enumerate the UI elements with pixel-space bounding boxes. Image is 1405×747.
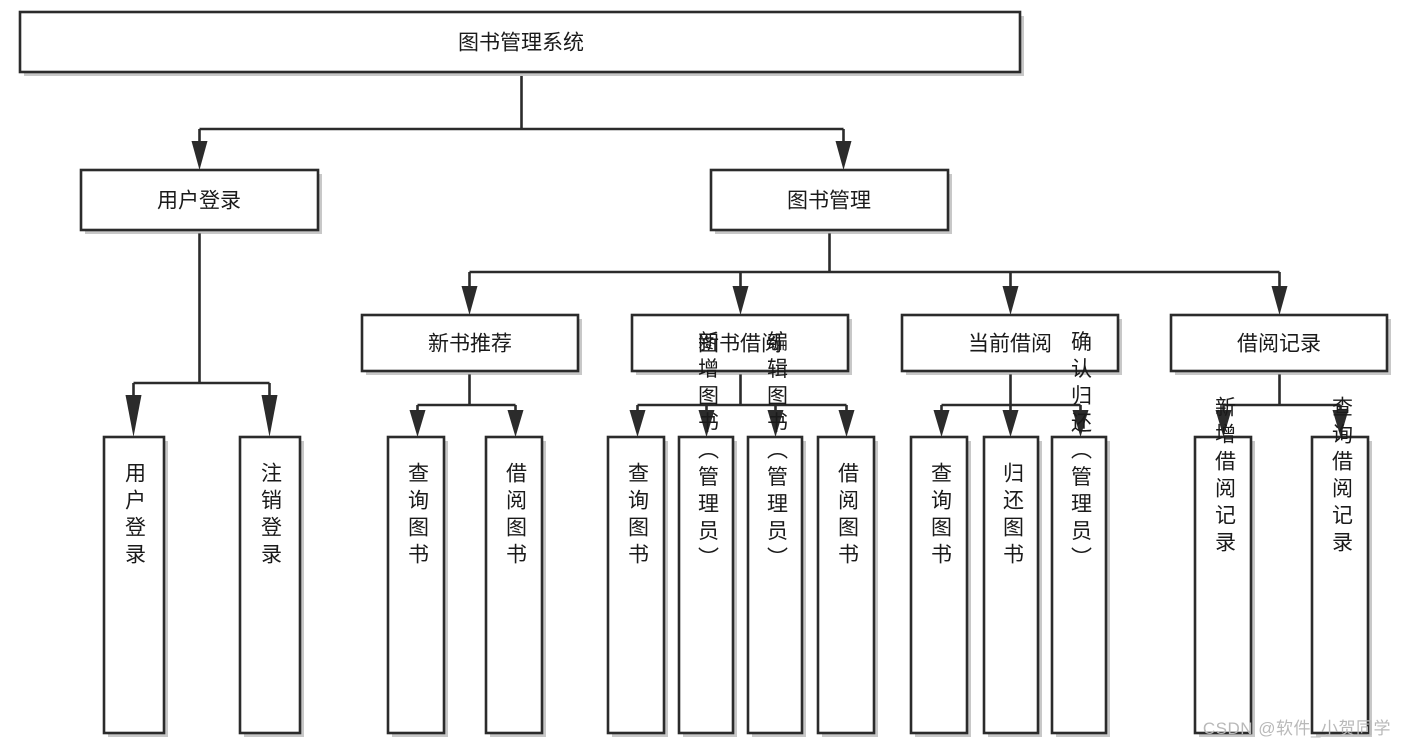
leaf-current-borrow-2-box bbox=[1050, 435, 1108, 735]
arrow-to-borrow-record bbox=[1271, 286, 1288, 315]
leaf-current-borrow-2-label: 确认归还（管理员） bbox=[1069, 331, 1093, 574]
arrow-borrow-record-l2 bbox=[1332, 410, 1349, 437]
leaf-book-borrow-3[interactable]: 借阅图书 bbox=[816, 435, 878, 737]
leaf-new-book-1[interactable]: 借阅图书 bbox=[484, 435, 546, 737]
leaf-book-borrow-0[interactable]: 查询图书 bbox=[606, 435, 668, 737]
leaf-new-book-1-label: 借阅图书 bbox=[504, 462, 528, 570]
leaf-book-borrow-1[interactable]: 新增图书（管理员） bbox=[677, 331, 737, 738]
arrow-book-borrow-l3 bbox=[767, 410, 784, 437]
node-new-book-recommend[interactable]: 新书推荐 bbox=[360, 313, 582, 375]
node-book-management-label: 图书管理 bbox=[787, 190, 871, 213]
leaf-current-borrow-1[interactable]: 归还图书 bbox=[982, 435, 1042, 737]
leaf-current-borrow-0-label: 查询图书 bbox=[929, 462, 953, 570]
leaf-book-borrow-1-box bbox=[677, 435, 735, 735]
leaf-user-login-1-label: 注销登录 bbox=[259, 462, 283, 570]
arrow-current-borrow-l1 bbox=[933, 410, 950, 437]
node-root[interactable]: 图书管理系统 bbox=[18, 10, 1024, 76]
leaf-book-borrow-0-label: 查询图书 bbox=[626, 462, 650, 570]
arrow-to-current-borrow bbox=[1002, 286, 1019, 315]
leaf-new-book-0-box bbox=[386, 435, 446, 735]
node-user-login[interactable]: 用户登录 bbox=[79, 168, 322, 234]
arrow-book-borrow-l4 bbox=[838, 410, 855, 437]
node-user-login-box bbox=[79, 168, 320, 232]
arrow-new-book-l2 bbox=[507, 410, 524, 437]
leaf-new-book-0-label: 查询图书 bbox=[406, 462, 430, 570]
node-borrow-record-box bbox=[1169, 313, 1389, 373]
leaf-user-login-1[interactable]: 注销登录 bbox=[238, 435, 304, 737]
leaf-book-borrow-1-label: 新增图书（管理员） bbox=[696, 331, 720, 574]
node-user-login-label: 用户登录 bbox=[157, 190, 241, 213]
node-book-management[interactable]: 图书管理 bbox=[709, 168, 952, 234]
node-current-borrow[interactable]: 当前借阅 bbox=[900, 313, 1122, 375]
leaf-book-borrow-3-box bbox=[816, 435, 876, 735]
leaf-book-borrow-2[interactable]: 编辑图书（管理员） bbox=[746, 331, 806, 738]
leaf-user-login-0-box bbox=[102, 435, 166, 735]
leaf-new-book-0[interactable]: 查询图书 bbox=[386, 435, 448, 737]
connector-group bbox=[125, 76, 1349, 437]
leaf-book-borrow-2-label: 编辑图书（管理员） bbox=[765, 331, 789, 574]
arrow-to-new-book bbox=[461, 286, 478, 315]
node-book-borrow[interactable]: 图书借阅 bbox=[630, 313, 852, 375]
node-new-book-recommend-label: 新书推荐 bbox=[428, 333, 512, 356]
node-new-book-recommend-box bbox=[360, 313, 580, 373]
leaf-user-login-0[interactable]: 用户登录 bbox=[102, 435, 168, 737]
arrow-current-borrow-l3 bbox=[1072, 410, 1089, 437]
arrow-to-user-login bbox=[191, 141, 208, 170]
leaf-borrow-record-0[interactable]: 新增借阅记录 bbox=[1193, 396, 1255, 737]
node-book-borrow-label: 图书借阅 bbox=[698, 333, 782, 356]
leaf-current-borrow-0-box bbox=[909, 435, 969, 735]
leaf-borrow-record-1[interactable]: 查询借阅记录 bbox=[1310, 396, 1372, 737]
leaf-book-borrow-3-label: 借阅图书 bbox=[836, 462, 860, 570]
node-current-borrow-label: 当前借阅 bbox=[968, 333, 1052, 356]
leaf-current-borrow-2[interactable]: 确认归还（管理员） bbox=[1050, 331, 1110, 738]
leaf-user-login-0-label: 用户登录 bbox=[123, 462, 147, 570]
leaf-borrow-record-1-box bbox=[1310, 435, 1370, 735]
node-borrow-record[interactable]: 借阅记录 bbox=[1169, 313, 1391, 375]
leaf-book-borrow-0-box bbox=[606, 435, 666, 735]
node-borrow-record-label: 借阅记录 bbox=[1237, 333, 1321, 356]
arrow-to-book-mgmt bbox=[835, 141, 852, 170]
leaf-user-login-1-box bbox=[238, 435, 302, 735]
node-book-management-box bbox=[709, 168, 950, 232]
leaf-current-borrow-0[interactable]: 查询图书 bbox=[909, 435, 971, 737]
leaf-current-borrow-1-label: 归还图书 bbox=[1001, 462, 1025, 570]
arrow-new-book-l1 bbox=[409, 410, 426, 437]
arrow-book-borrow-l2 bbox=[698, 410, 715, 437]
arrow-current-borrow-l2 bbox=[1002, 410, 1019, 437]
node-root-label: 图书管理系统 bbox=[458, 32, 584, 55]
arrow-borrow-record-l1 bbox=[1215, 410, 1232, 437]
csdn-watermark: CSDN @软件_小贺同学 bbox=[1202, 719, 1391, 738]
leaf-current-borrow-1-box bbox=[982, 435, 1040, 735]
arrow-to-book-borrow bbox=[732, 286, 749, 315]
arrow-user-login-l2 bbox=[261, 395, 278, 437]
leaf-borrow-record-0-box bbox=[1193, 435, 1253, 735]
arrow-user-login-l1 bbox=[125, 395, 142, 437]
node-root-box bbox=[18, 10, 1022, 74]
node-book-borrow-box bbox=[630, 313, 850, 373]
leaf-new-book-1-box bbox=[484, 435, 544, 735]
arrow-book-borrow-l1 bbox=[629, 410, 646, 437]
leaf-book-borrow-2-box bbox=[746, 435, 804, 735]
leaf-borrow-record-0-label: 新增借阅记录 bbox=[1213, 396, 1237, 558]
leaf-borrow-record-1-label: 查询借阅记录 bbox=[1330, 396, 1354, 558]
node-current-borrow-box bbox=[900, 313, 1120, 373]
